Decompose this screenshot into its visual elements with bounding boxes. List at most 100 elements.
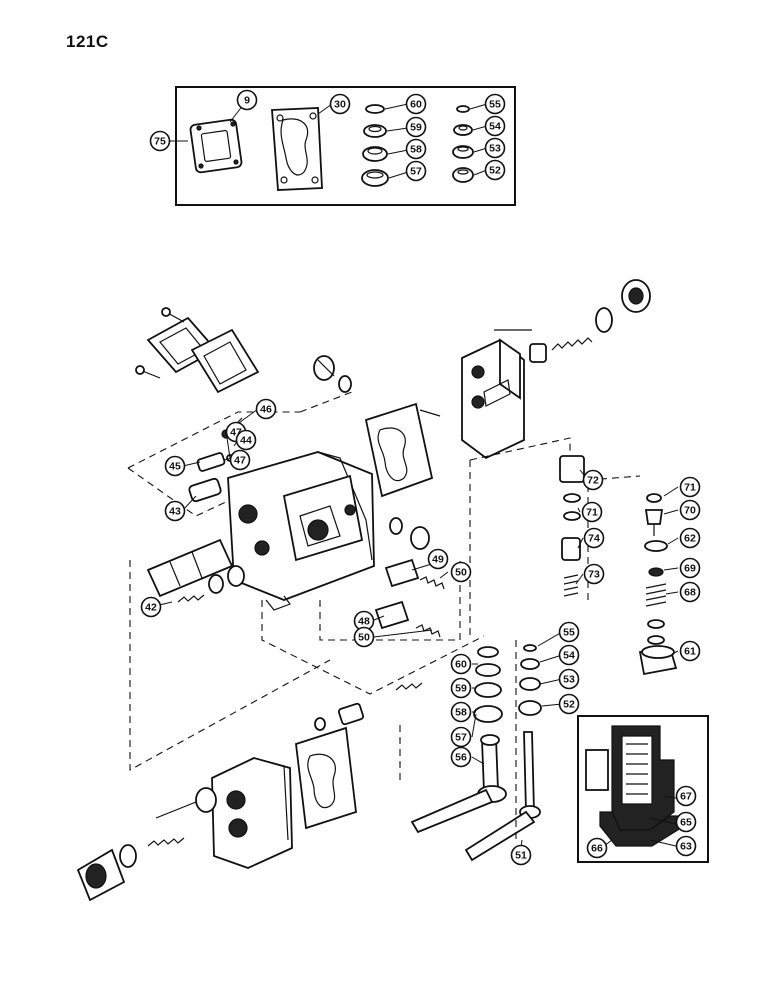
- callout-leaders: [150, 408, 679, 856]
- callout-number: 72: [587, 475, 599, 487]
- callout-60: 60: [450, 653, 472, 675]
- callout-57: 57: [450, 726, 472, 748]
- callout-number: 59: [455, 683, 467, 695]
- callout-50: 50: [450, 561, 472, 583]
- callout-54: 54: [558, 644, 580, 666]
- callout-50: 50: [353, 626, 375, 648]
- callout-number: 50: [358, 632, 370, 644]
- callout-number: 60: [455, 659, 467, 671]
- end-cap-housing: [461, 279, 651, 460]
- callout-number: 53: [563, 674, 575, 686]
- gasket-30-drawing: [271, 107, 323, 191]
- callout-number: 57: [410, 166, 422, 178]
- callout-53: 53: [558, 668, 580, 690]
- callout-number: 59: [410, 122, 422, 134]
- callout-number: 52: [563, 699, 575, 711]
- callout-number: 51: [515, 850, 527, 862]
- callout-number: 43: [169, 506, 181, 518]
- callout-58: 58: [450, 701, 472, 723]
- callout-30: 30: [329, 93, 351, 115]
- callout-number: 63: [680, 841, 692, 853]
- callout-number: 47: [234, 455, 246, 467]
- lower-seals-levers: [410, 644, 542, 862]
- callout-number: 73: [588, 569, 600, 581]
- callout-number: 45: [169, 461, 181, 473]
- callout-57: 57: [405, 160, 427, 182]
- callout-number: 75: [154, 136, 166, 148]
- callout-55: 55: [558, 621, 580, 643]
- callout-53: 53: [484, 137, 506, 159]
- relief-plungers: [374, 517, 445, 638]
- gasket-9-drawing: [189, 118, 243, 174]
- callout-72: 72: [582, 469, 604, 491]
- callout-number: 52: [489, 165, 501, 177]
- callout-number: 67: [680, 791, 692, 803]
- callout-74: 74: [583, 527, 605, 549]
- callout-44: 44: [235, 429, 257, 451]
- callout-number: 56: [455, 752, 467, 764]
- callout-number: 44: [240, 435, 252, 447]
- lower-housing: [76, 682, 423, 902]
- callout-71: 71: [679, 476, 701, 498]
- callout-52: 52: [484, 159, 506, 181]
- callout-number: 70: [684, 505, 696, 517]
- callout-68: 68: [679, 581, 701, 603]
- callout-number: 60: [410, 99, 422, 111]
- detent-parts: [188, 417, 243, 503]
- callout-number: 58: [410, 144, 422, 156]
- callout-9: 9: [236, 89, 258, 111]
- callout-number: 30: [334, 99, 346, 111]
- callout-number: 71: [586, 507, 598, 519]
- callout-number: 54: [489, 121, 501, 133]
- callout-60: 60: [405, 93, 427, 115]
- callout-58: 58: [405, 138, 427, 160]
- callout-59: 59: [450, 677, 472, 699]
- callout-73: 73: [583, 563, 605, 585]
- callout-63: 63: [675, 835, 697, 857]
- callout-number: 61: [684, 646, 696, 658]
- callout-55: 55: [484, 93, 506, 115]
- callout-number: 47: [230, 427, 242, 439]
- callout-75: 75: [149, 130, 171, 152]
- callout-42: 42: [140, 596, 162, 618]
- valve-body: [227, 451, 375, 611]
- callout-number: 42: [145, 602, 157, 614]
- callout-number: 49: [432, 554, 444, 566]
- detent-stack: [638, 493, 678, 676]
- callout-61: 61: [679, 640, 701, 662]
- callout-70: 70: [679, 499, 701, 521]
- callout-51: 51: [510, 844, 532, 866]
- callout-number: 55: [563, 627, 575, 639]
- callout-71: 71: [581, 501, 603, 523]
- callout-67: 67: [675, 785, 697, 807]
- callout-number: 48: [358, 616, 370, 628]
- callout-number: 9: [244, 95, 250, 107]
- center-stack: [559, 455, 585, 597]
- spool-42: [146, 538, 245, 603]
- callout-52: 52: [558, 693, 580, 715]
- callout-43: 43: [164, 500, 186, 522]
- main-gasket: [364, 402, 434, 498]
- callout-49: 49: [427, 548, 449, 570]
- callout-number: 71: [684, 482, 696, 494]
- callout-number: 68: [684, 587, 696, 599]
- callout-number: 65: [680, 817, 692, 829]
- callout-number: 50: [455, 567, 467, 579]
- callout-number: 62: [684, 533, 696, 545]
- callout-59: 59: [405, 116, 427, 138]
- callout-number: 57: [455, 732, 467, 744]
- seal-kit-box: [168, 86, 516, 206]
- callout-45: 45: [164, 455, 186, 477]
- cover-plate-assembly: [135, 307, 260, 394]
- callout-number: 58: [455, 707, 467, 719]
- callout-number: 55: [489, 99, 501, 111]
- callout-number: 66: [591, 843, 603, 855]
- callout-number: 54: [563, 650, 575, 662]
- callout-46: 46: [255, 398, 277, 420]
- page-label: 121C: [66, 32, 109, 51]
- callout-number: 69: [684, 563, 696, 575]
- callout-number: 74: [588, 533, 600, 545]
- callout-62: 62: [679, 527, 701, 549]
